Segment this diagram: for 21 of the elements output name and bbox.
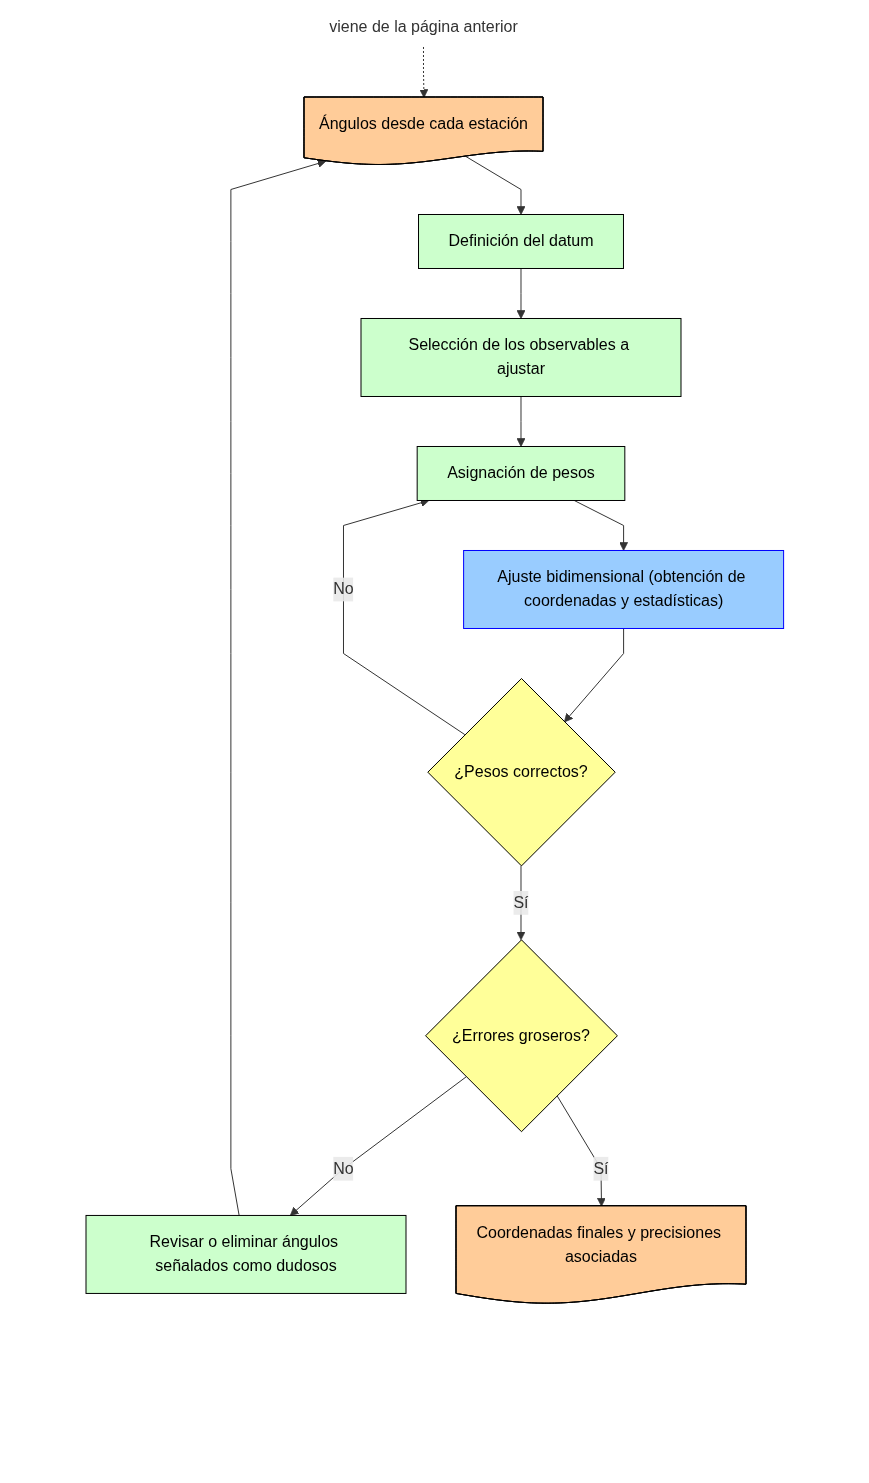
node-box: Ajuste bidimensional (obtención de coordenadas y estadísticas) xyxy=(462,550,784,629)
arrow xyxy=(230,159,326,1216)
arrow xyxy=(563,628,624,723)
node-diamond: ¿Pesos correctos? xyxy=(427,678,616,867)
node-box: Revisar o eliminar ángulos señalados como dudosos xyxy=(85,1214,407,1294)
arrow xyxy=(289,1076,467,1216)
edge-label: No xyxy=(332,580,354,598)
arrow xyxy=(465,156,526,215)
arrow xyxy=(516,396,526,447)
node-diamond: ¿Errores groseros? xyxy=(424,939,618,1133)
arrow xyxy=(573,500,628,551)
arrow xyxy=(419,46,428,98)
node-box: Definición del datum xyxy=(417,214,624,269)
node-box: Selección de los observables a ajustar xyxy=(360,318,682,397)
edge-label: Sí xyxy=(593,1159,609,1177)
edge-label: Sí xyxy=(513,893,529,911)
arrow xyxy=(516,268,526,319)
edge-label: No xyxy=(332,1159,354,1177)
node-text: viene de la página anterior xyxy=(328,18,518,36)
node-box: Asignación de pesos xyxy=(416,446,625,501)
arrow xyxy=(556,1095,606,1207)
